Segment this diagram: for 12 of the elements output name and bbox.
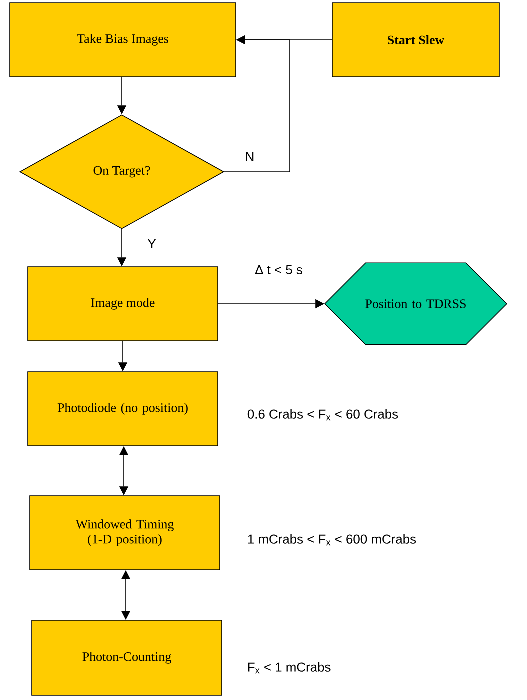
process-box: Take Bias Images xyxy=(10,2,236,78)
process-box: Photon-Counting xyxy=(32,620,222,696)
edge-label: N xyxy=(244,152,256,162)
edge-label: Y xyxy=(146,238,158,250)
process-box: Start Slew xyxy=(332,2,500,78)
process-box: Image mode xyxy=(28,266,218,342)
condition-label: 1 mCrabs < F$_{x}$ < 600 mCrabs xyxy=(248,534,416,546)
edge-label: Δ t < 5 s xyxy=(254,264,304,276)
process-box: Windowed Timing (1-D position) xyxy=(30,496,220,570)
process-box: Photodiode (no position) xyxy=(28,372,218,446)
condition-label: F$_{x}$ < 1 mCrabs xyxy=(248,662,331,674)
condition-label: 0.6 Crabs < F$_{x}$ < 60 Crabs xyxy=(248,409,398,421)
